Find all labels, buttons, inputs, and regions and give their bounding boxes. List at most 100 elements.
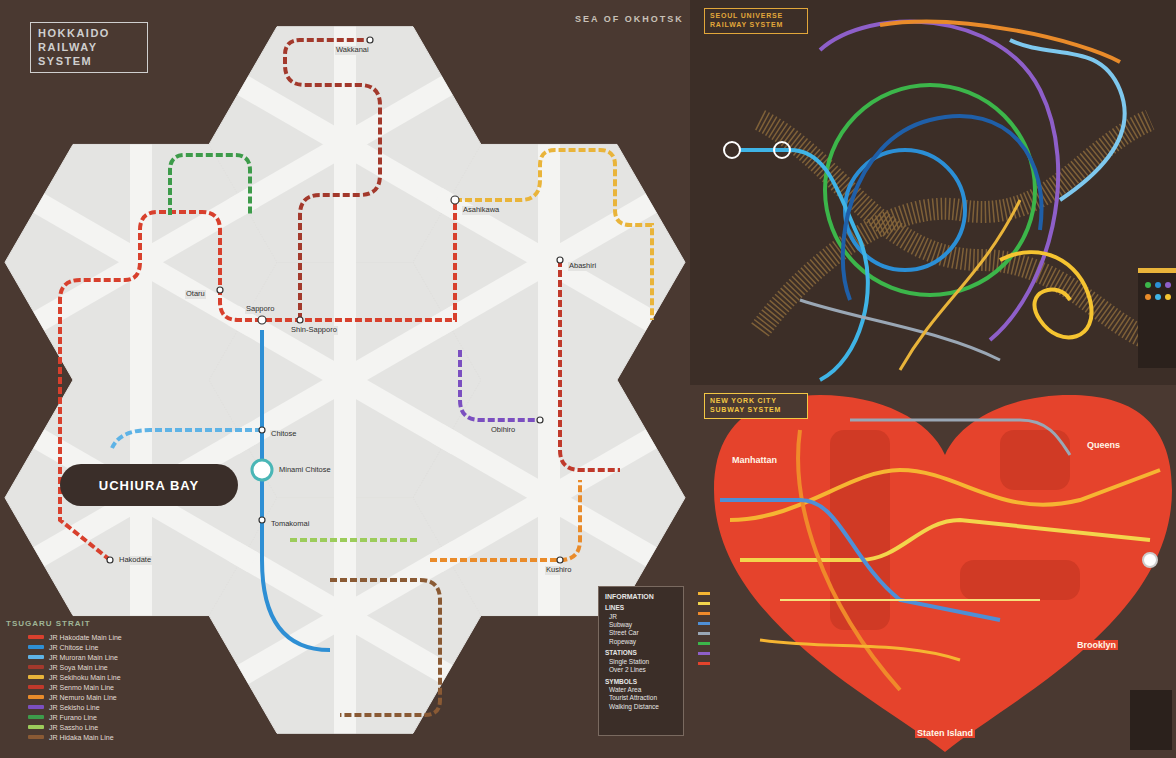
legend-row: JR Furano Line <box>28 712 122 722</box>
rail-line <box>262 330 330 650</box>
station-dot <box>107 557 113 563</box>
legend-text: JR Chitose Line <box>49 644 98 651</box>
subway-line <box>760 640 960 660</box>
legend-row: JR Muroran Main Line <box>28 652 122 662</box>
station-dot <box>258 316 266 324</box>
sea-name: SEA OF OKHOTSK <box>575 14 684 24</box>
legend-row: JR Sassho Line <box>28 722 122 732</box>
information-box: INFORMATION LINESJRSubwayStreet CarRopewa… <box>598 586 684 736</box>
box-heading: INFORMATION <box>605 592 677 601</box>
legend-text: JR Sassho Line <box>49 724 98 731</box>
info-entry: Tourist Attraction <box>605 694 677 702</box>
legend-dot <box>1145 282 1151 288</box>
info-entry: Street Car <box>605 629 677 637</box>
snowflake-streak <box>437 198 661 327</box>
legend-dot <box>1155 282 1161 288</box>
station-dot <box>217 287 223 293</box>
rail-line <box>330 580 440 715</box>
legend-text: JR Sekisho Line <box>49 704 100 711</box>
legend-row: JR Soya Main Line <box>28 662 122 672</box>
info-entry: SYMBOLS <box>605 678 677 686</box>
legend-row: JR Hakodate Main Line <box>28 632 122 642</box>
legend-text: JR Nemuro Main Line <box>49 694 117 701</box>
legend-bar <box>698 652 710 655</box>
line-swatch <box>28 705 44 709</box>
subway-line <box>800 300 1000 360</box>
legend-bar <box>1138 268 1176 273</box>
station-name: Chitose <box>270 430 297 439</box>
rail-line <box>112 430 262 448</box>
water-area-label: UCHIURA BAY <box>60 464 238 506</box>
line-swatch <box>28 635 44 639</box>
panel-ground <box>690 0 1176 385</box>
rail-line <box>455 150 652 320</box>
rail-line <box>290 538 420 542</box>
info-entry: LINES <box>605 604 677 612</box>
station-dot <box>557 257 563 263</box>
rail-line <box>170 155 250 215</box>
legend-row: JR Hidaka Main Line <box>28 732 122 742</box>
legend-bar <box>698 622 710 625</box>
legend-text: JR Hakodate Main Line <box>49 634 122 641</box>
legend-bar <box>698 612 710 615</box>
rail-lines <box>60 40 652 715</box>
legend-dot <box>1145 294 1151 300</box>
rail-line <box>460 350 540 420</box>
station-dot <box>259 517 265 523</box>
line-swatch <box>28 735 44 739</box>
line-swatch <box>28 715 44 719</box>
borough-name: Brooklyn <box>1075 640 1118 650</box>
terminal-ring <box>774 142 790 158</box>
legend-dot <box>1155 294 1161 300</box>
legend-bar <box>698 632 710 635</box>
legend-panel <box>1138 268 1176 368</box>
panel-ground <box>0 0 690 758</box>
nyc-legend-bars <box>698 592 710 665</box>
line-swatch <box>28 645 44 649</box>
line-swatch <box>28 695 44 699</box>
snowflake-streaks <box>29 15 661 745</box>
water-name: UCHIURA BAY <box>99 478 199 493</box>
legend-row: JR Sekihoku Main Line <box>28 672 122 682</box>
legend-row: JR Senmo Main Line <box>28 682 122 692</box>
legend-dot <box>1165 282 1171 288</box>
legend-bar <box>698 592 710 595</box>
subway-line <box>720 500 1000 620</box>
station-dot <box>297 317 303 323</box>
snowflake-streak <box>29 433 253 562</box>
info-entry: STATIONS <box>605 649 677 657</box>
info-entry: Ropeway <box>605 638 677 646</box>
subway-line <box>850 420 1070 455</box>
station-name: Hakodate <box>118 556 152 565</box>
station-name: Kushiro <box>545 566 572 575</box>
station-dot <box>557 557 563 563</box>
subway-line <box>1010 40 1125 200</box>
legend-dot <box>1165 294 1171 300</box>
borough-name: Queens <box>1085 440 1122 450</box>
info-entry: JR <box>605 613 677 621</box>
subway-line <box>798 430 900 690</box>
borough-name: Staten Island <box>915 728 975 738</box>
poster-title: NEW YORK CITY SUBWAY SYSTEM <box>704 393 808 419</box>
subway-line <box>740 520 1150 560</box>
strait-name: TSUGARU STRAIT <box>6 619 91 628</box>
legend-text: JR Muroran Main Line <box>49 654 118 661</box>
legend-bar <box>698 642 710 645</box>
poster-title: HOKKAIDO RAILWAY SYSTEM <box>30 22 148 73</box>
subway-line <box>900 200 1020 370</box>
station-dot <box>451 196 459 204</box>
line-swatch <box>28 675 44 679</box>
snowflake-streak <box>233 551 457 680</box>
legend-text: JR Hidaka Main Line <box>49 734 114 741</box>
subway-line <box>780 599 1040 601</box>
station-dot <box>537 417 543 423</box>
station-name: Otaru <box>185 290 206 299</box>
station-name: Abashiri <box>568 262 597 271</box>
rail-line <box>60 200 455 560</box>
subway-line <box>820 22 1058 340</box>
line-swatch <box>28 725 44 729</box>
info-entry: Subway <box>605 621 677 629</box>
panel-ground <box>690 385 1176 758</box>
